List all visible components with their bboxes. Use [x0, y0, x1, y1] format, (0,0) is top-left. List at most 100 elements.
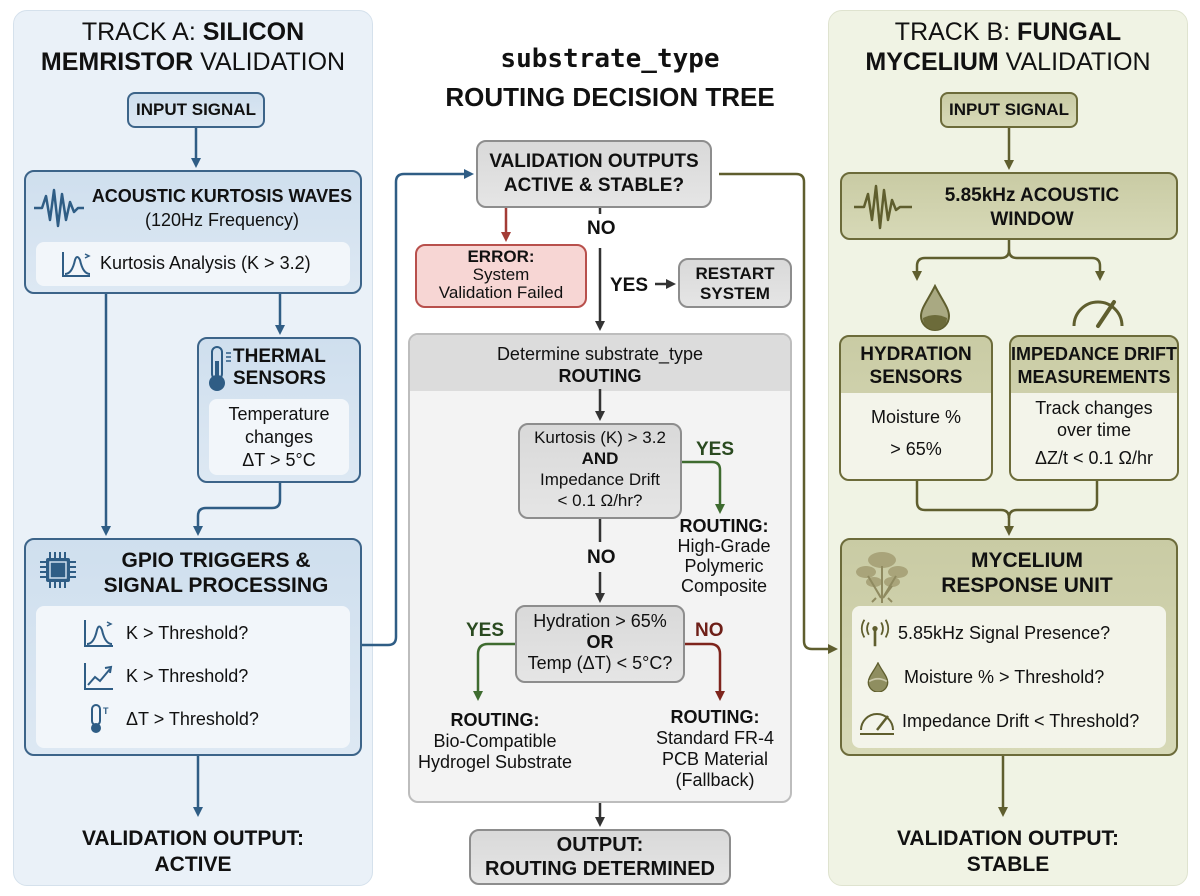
- mycelium-check-item: 5.85kHz Signal Presence?: [858, 618, 1110, 648]
- impedance-drift-box[interactable]: IMPEDANCE DRIFT MEASUREMENTS Track chang…: [1009, 335, 1179, 481]
- hydration-desc-line1: Moisture %: [870, 407, 962, 427]
- chip-icon: [40, 552, 76, 588]
- route-fr4-fallback: ROUTING: Standard FR-4 PCB Material (Fal…: [640, 707, 790, 791]
- track-a-title-suffix: VALIDATION: [193, 48, 346, 76]
- track-b-output-line2: STABLE: [966, 853, 1050, 876]
- thermal-desc-line1: Temperature: [228, 404, 330, 424]
- impedance-desc-line1: Track changes: [1035, 398, 1153, 418]
- route-fr4-line3: (Fallback): [675, 770, 755, 790]
- decision1-line4: < 0.1 Ω/hr?: [557, 491, 643, 510]
- antenna-icon: [860, 619, 890, 647]
- hydration-sensors-box[interactable]: HYDRATION SENSORS Moisture % > 65%: [839, 335, 993, 481]
- gauge-icon: [1072, 300, 1124, 328]
- track-a-title-bold1: SILICON: [202, 18, 305, 46]
- svg-text:T: T: [103, 706, 109, 716]
- track-b-title: TRACK B: FUNGAL MYCELIUM VALIDATION: [828, 17, 1188, 77]
- input-signal-label: INPUT SIGNAL: [949, 100, 1069, 119]
- route-polymeric-composite: ROUTING: High-Grade Polymeric Composite: [664, 516, 784, 596]
- route-polymer-line3: Composite: [680, 576, 768, 596]
- acoustic-window-box[interactable]: 5.85kHz ACOUSTIC WINDOW: [840, 172, 1178, 240]
- thermal-desc-line3: ΔT > 5°C: [242, 450, 316, 470]
- impedance-title-line1: IMPEDANCE DRIFT: [1011, 344, 1177, 364]
- track-b-title-bold1: FUNGAL: [1017, 18, 1122, 46]
- track-b-output: VALIDATION OUTPUT: STABLE: [828, 826, 1188, 878]
- error-title: ERROR:: [467, 247, 535, 266]
- track-b-output-line1: VALIDATION OUTPUT:: [896, 827, 1120, 850]
- gpio-title-line1: GPIO TRIGGERS &: [121, 549, 311, 572]
- track-b-input-signal[interactable]: INPUT SIGNAL: [940, 92, 1078, 128]
- gpio-checks-list: K > Threshold? K > Threshold? T ΔT > Thr…: [36, 606, 350, 748]
- restart-line1: RESTART: [695, 264, 775, 283]
- impedance-desc: Track changes over time ΔZ/t < 0.1 Ω/hr: [1011, 393, 1177, 479]
- decision2-no-label: NO: [695, 620, 724, 641]
- mycelium-response-box[interactable]: MYCELIUM RESPONSE UNIT 5.85kHz Signal Pr…: [840, 538, 1178, 756]
- track-a-output-line2: ACTIVE: [154, 853, 232, 876]
- waveform-icon: [34, 188, 84, 228]
- bell-curve-icon: [84, 620, 113, 647]
- hydration-desc-line2: > 65%: [890, 439, 942, 459]
- routing-panel-header: Determine substrate_type ROUTING: [410, 335, 790, 391]
- gauge-icon: [860, 713, 894, 735]
- route-hydrogel-line2: Hydrogel Substrate: [417, 752, 573, 772]
- thermometer-icon: T: [91, 704, 109, 733]
- decision2-line1: Hydration > 65%: [533, 611, 667, 631]
- track-a-title-prefix: TRACK A:: [81, 18, 203, 46]
- hydration-title-line2: SENSORS: [869, 367, 963, 388]
- error-line2: Validation Failed: [438, 283, 564, 302]
- water-drop-icon: [867, 662, 889, 692]
- impedance-desc-line2: over time: [1056, 420, 1132, 440]
- gpio-check-text: K > Threshold?: [126, 622, 249, 643]
- decision-top-line2: ACTIVE & STABLE?: [503, 175, 685, 196]
- track-b-title-suffix: VALIDATION: [998, 48, 1151, 76]
- output-line2: ROUTING DETERMINED: [485, 858, 715, 880]
- hydration-title-line1: HYDRATION: [860, 344, 972, 365]
- track-b-title-prefix: TRACK B:: [894, 18, 1018, 46]
- thermal-title-line2: SENSORS: [233, 368, 326, 389]
- gpio-processing-box[interactable]: GPIO TRIGGERS & SIGNAL PROCESSING K > Th…: [24, 538, 362, 756]
- acoustic-kurtosis-box[interactable]: ACOUSTIC KURTOSIS WAVES (120Hz Frequency…: [24, 170, 362, 294]
- decision-hydration-temp[interactable]: Hydration > 65% OR Temp (ΔT) < 5°C?: [515, 605, 685, 683]
- waveform-icon: [854, 184, 912, 230]
- decision-top-line1: VALIDATION OUTPUTS: [489, 151, 699, 172]
- route-fr4-title: ROUTING:: [670, 707, 760, 727]
- impedance-desc-line3: ΔZ/t < 0.1 Ω/hr: [1034, 448, 1154, 468]
- decision1-no-label: NO: [587, 547, 616, 568]
- error-line1: System: [472, 265, 530, 284]
- route-hydrogel-substrate: ROUTING: Bio-Compatible Hydrogel Substra…: [405, 710, 585, 773]
- thermal-desc-line2: changes: [244, 427, 314, 447]
- track-a-title-bold2: MEMRISTOR: [40, 48, 194, 76]
- yes-label: YES: [610, 275, 649, 296]
- output-routing-determined[interactable]: OUTPUT: ROUTING DETERMINED: [469, 829, 731, 885]
- acoustic-window-line2: WINDOW: [990, 209, 1074, 230]
- route-fr4-line1: Standard FR-4: [655, 728, 775, 748]
- thermal-sensors-box[interactable]: THERMAL SENSORS Temperature changes ΔT >…: [197, 337, 361, 483]
- restart-system-button[interactable]: RESTART SYSTEM: [678, 258, 792, 308]
- mycelium-title-line1: MYCELIUM: [971, 549, 1083, 572]
- track-a-input-signal[interactable]: INPUT SIGNAL: [127, 92, 265, 128]
- decision-kurtosis-impedance[interactable]: Kurtosis (K) > 3.2 AND Impedance Drift <…: [518, 423, 682, 519]
- decision1-line3: Impedance Drift: [540, 470, 660, 489]
- error-validation-failed[interactable]: ERROR: System Validation Failed: [415, 244, 587, 308]
- gpio-title: GPIO TRIGGERS & SIGNAL PROCESSING: [76, 548, 356, 598]
- route-polymer-title: ROUTING:: [679, 516, 769, 536]
- kurtosis-analysis-row: Kurtosis Analysis (K > 3.2): [36, 242, 350, 286]
- decision1-yes-label: YES: [696, 439, 735, 460]
- decision1-line2: AND: [581, 449, 619, 468]
- kurtosis-analysis-text: Kurtosis Analysis (K > 3.2): [100, 253, 311, 273]
- gpio-check-text: K > Threshold?: [126, 665, 249, 686]
- routing-header-line1: Determine substrate_type: [496, 344, 704, 364]
- mycelium-check-text: Moisture % > Threshold?: [904, 666, 1105, 687]
- decision1-line1: Kurtosis (K) > 3.2: [534, 428, 666, 447]
- gpio-check-item: K > Threshold?: [82, 661, 248, 691]
- thermal-title-line1: THERMAL: [233, 346, 326, 367]
- routing-header-line2: ROUTING: [558, 366, 642, 386]
- output-line1: OUTPUT:: [556, 834, 644, 856]
- mycelium-check-text: 5.85kHz Signal Presence?: [898, 622, 1111, 643]
- center-title-code: substrate_type: [500, 44, 720, 74]
- acoustic-window-line1: 5.85kHz ACOUSTIC: [944, 185, 1120, 206]
- acoustic-subtitle: (120Hz Frequency): [144, 210, 300, 230]
- decision-validation-outputs[interactable]: VALIDATION OUTPUTS ACTIVE & STABLE?: [476, 140, 712, 208]
- mycelium-check-item: Moisture % > Threshold?: [864, 662, 1104, 692]
- trend-up-icon: [84, 663, 113, 690]
- mycelium-checks-list: 5.85kHz Signal Presence? Moisture % > Th…: [852, 606, 1166, 748]
